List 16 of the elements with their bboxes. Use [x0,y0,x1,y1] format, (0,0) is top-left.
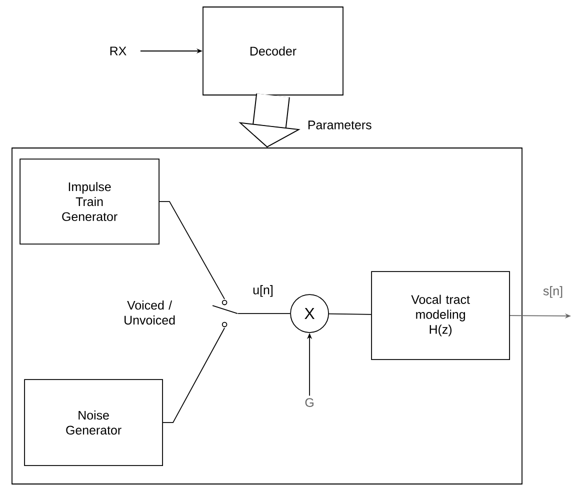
process-box: Decoder [202,6,344,96]
signal-label: RX [110,46,126,56]
connector-line [162,328,225,423]
switch-label: Voiced / Unvoiced [124,300,175,325]
edge-label: Parameters [306,120,373,130]
process-box: Noise Generator [24,379,163,466]
connector-line [328,313,372,315]
connector-line [159,201,225,300]
connector-line [238,313,291,314]
edge-label: u[n] [252,284,274,298]
edge-label: s[n] [542,285,564,299]
process-box: Impulse Train Generator [20,158,160,244]
switch-symbol [212,300,238,328]
enclosing-box [12,148,522,484]
signal-label: G [305,398,314,407]
process-box: Vocal tract modeling H(z) [371,271,510,360]
